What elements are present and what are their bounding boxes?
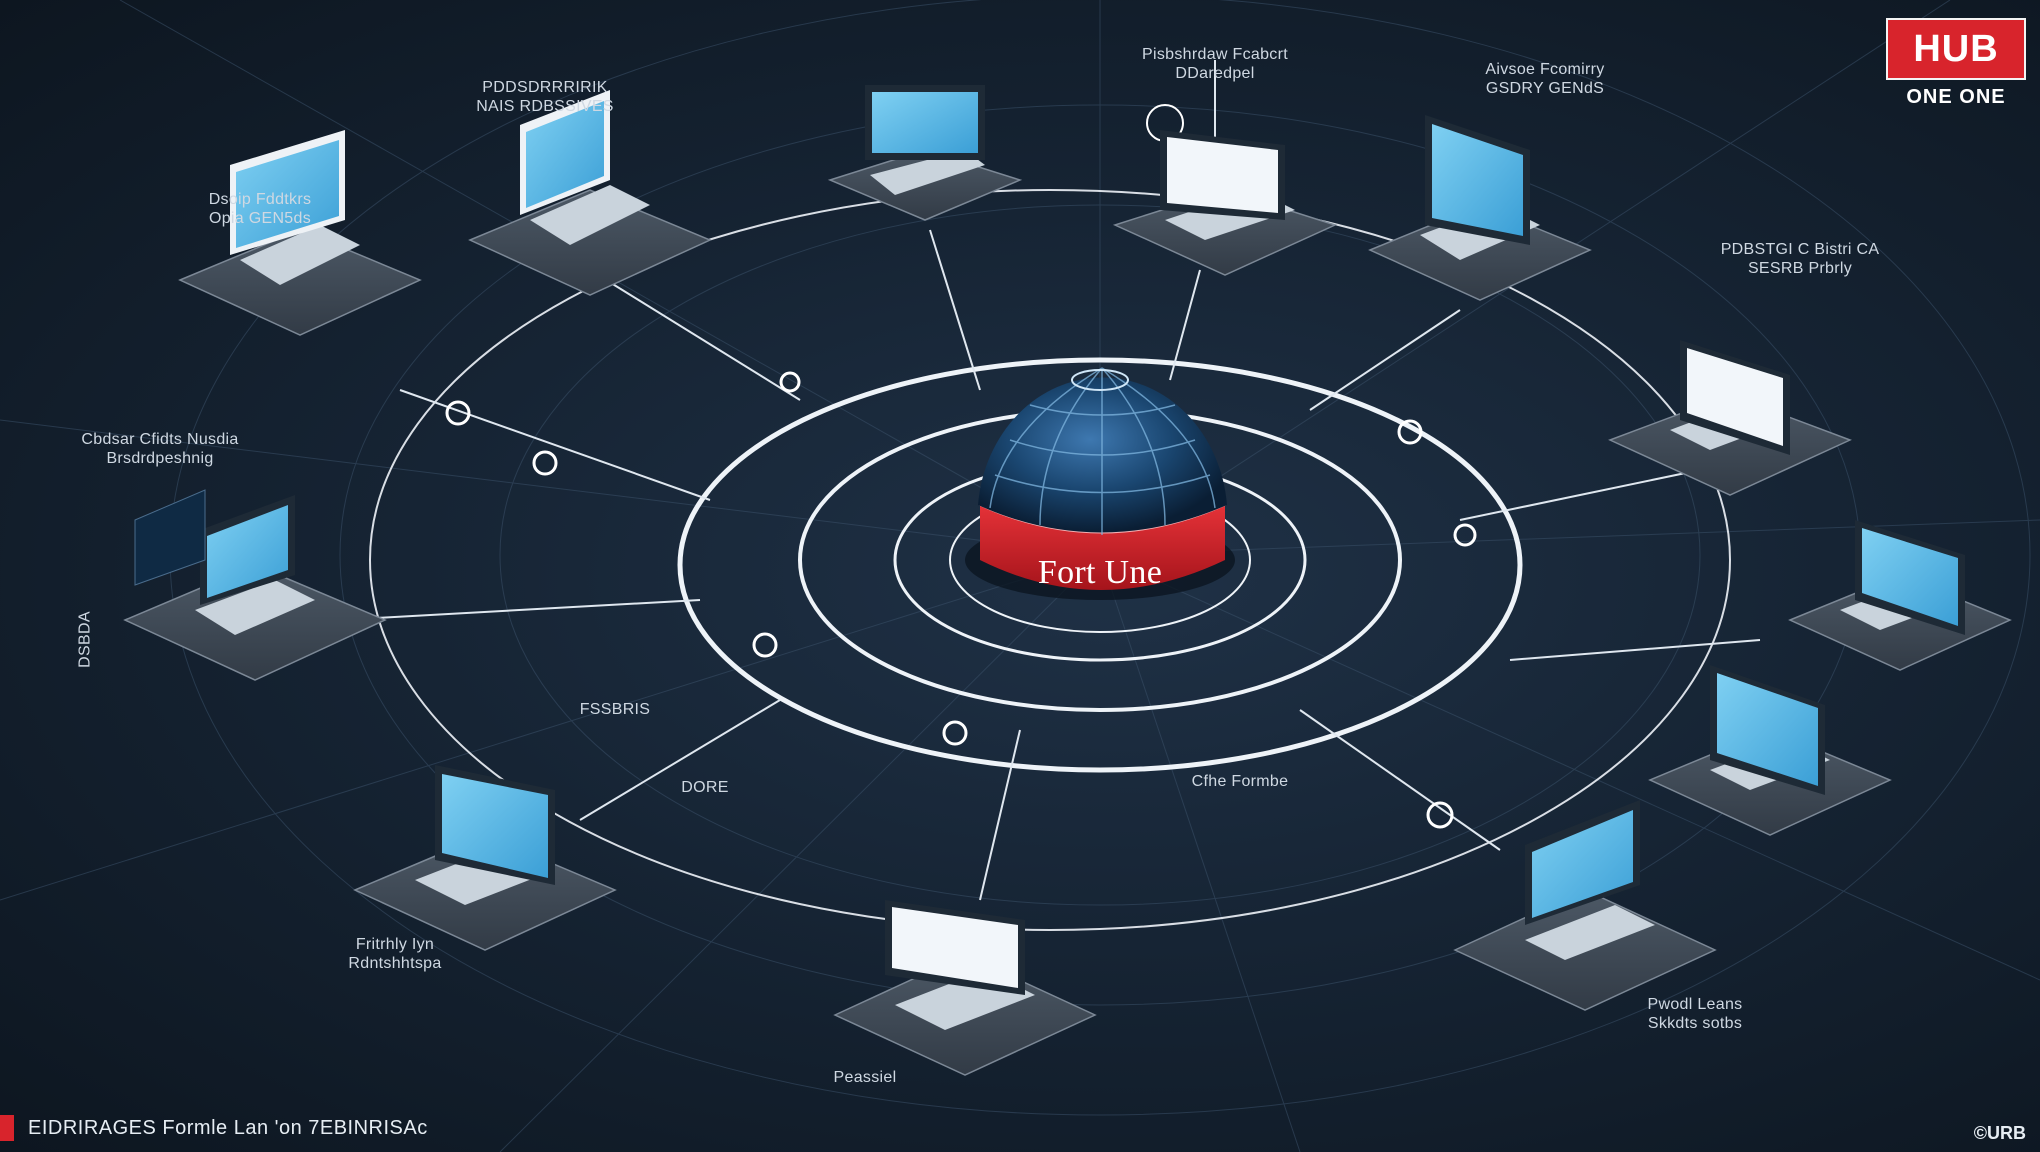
link-node-icon bbox=[532, 450, 558, 476]
node-caption: PDDSDRRRIRIK NAIS RDBSSIVES bbox=[476, 79, 614, 115]
node-caption: Peassiel bbox=[833, 1069, 897, 1086]
link-node-icon bbox=[779, 371, 801, 393]
laptop-node bbox=[468, 90, 712, 296]
header-caption: Pisbshrdaw Fcabcrt DDaredpel bbox=[1142, 46, 1288, 82]
link-icons bbox=[445, 104, 1477, 829]
link-node-icon bbox=[1453, 523, 1477, 547]
footer-brand: ©URB bbox=[1973, 1123, 2026, 1143]
link-node-icon bbox=[1397, 419, 1423, 445]
node-caption: Aivsoe Fcomirry GSDRY GENdS bbox=[1485, 61, 1605, 97]
node-caption: Pwodl Leans Skkdts sotbs bbox=[1647, 996, 1743, 1032]
footer-caption-bar: EIDRIRAGES Formle Lan 'on 7EBINRISAc bbox=[0, 1114, 428, 1142]
logo-main: HUB bbox=[1886, 18, 2026, 80]
laptop-node bbox=[827, 85, 1023, 221]
laptop-node bbox=[833, 900, 1097, 1076]
link-label: DSBDA bbox=[76, 611, 94, 668]
link-node-icon bbox=[1426, 801, 1454, 829]
link-node-icon bbox=[752, 632, 778, 658]
ring-caption: Cfhe Formbe bbox=[1191, 773, 1289, 790]
node-caption: Cbdsar Cfidts Nusdia Brsdrdpeshnig bbox=[81, 431, 239, 467]
laptop-node bbox=[1788, 520, 2012, 671]
laptop-node bbox=[1112, 130, 1338, 276]
node-caption: Fritrhly Iyn Rdntshhtspa bbox=[348, 936, 442, 972]
node-caption: PDBSTGI C Bistri CA SESRB Prbrly bbox=[1720, 241, 1880, 277]
logo-sub: ONE ONE bbox=[1906, 86, 2006, 108]
laptop-node bbox=[1368, 115, 1592, 301]
connector-lines bbox=[339, 60, 1761, 901]
link-label: DORE bbox=[681, 779, 729, 796]
brand-logo: HUB ONE ONE bbox=[1886, 18, 2026, 109]
laptop-node bbox=[1608, 340, 1852, 496]
laptop-node bbox=[1648, 665, 1892, 836]
laptop-nodes bbox=[123, 85, 2012, 1076]
laptop-node bbox=[178, 130, 422, 336]
node-caption: Dsoip Fddtkrs Opia GEN5ds bbox=[208, 191, 312, 227]
footer-mark bbox=[0, 1115, 14, 1141]
link-label: FSSBRIS bbox=[579, 701, 651, 718]
laptop-node bbox=[353, 765, 617, 951]
footer-caption: EIDRIRAGES Formle Lan 'on 7EBINRISAc bbox=[28, 1116, 428, 1139]
laptop-node bbox=[123, 489, 387, 681]
link-node-icon bbox=[445, 400, 471, 426]
center-label: Fort Une bbox=[1037, 554, 1163, 591]
laptop-node bbox=[1453, 800, 1717, 1011]
link-node-icon bbox=[942, 720, 968, 746]
central-hub bbox=[965, 367, 1235, 600]
